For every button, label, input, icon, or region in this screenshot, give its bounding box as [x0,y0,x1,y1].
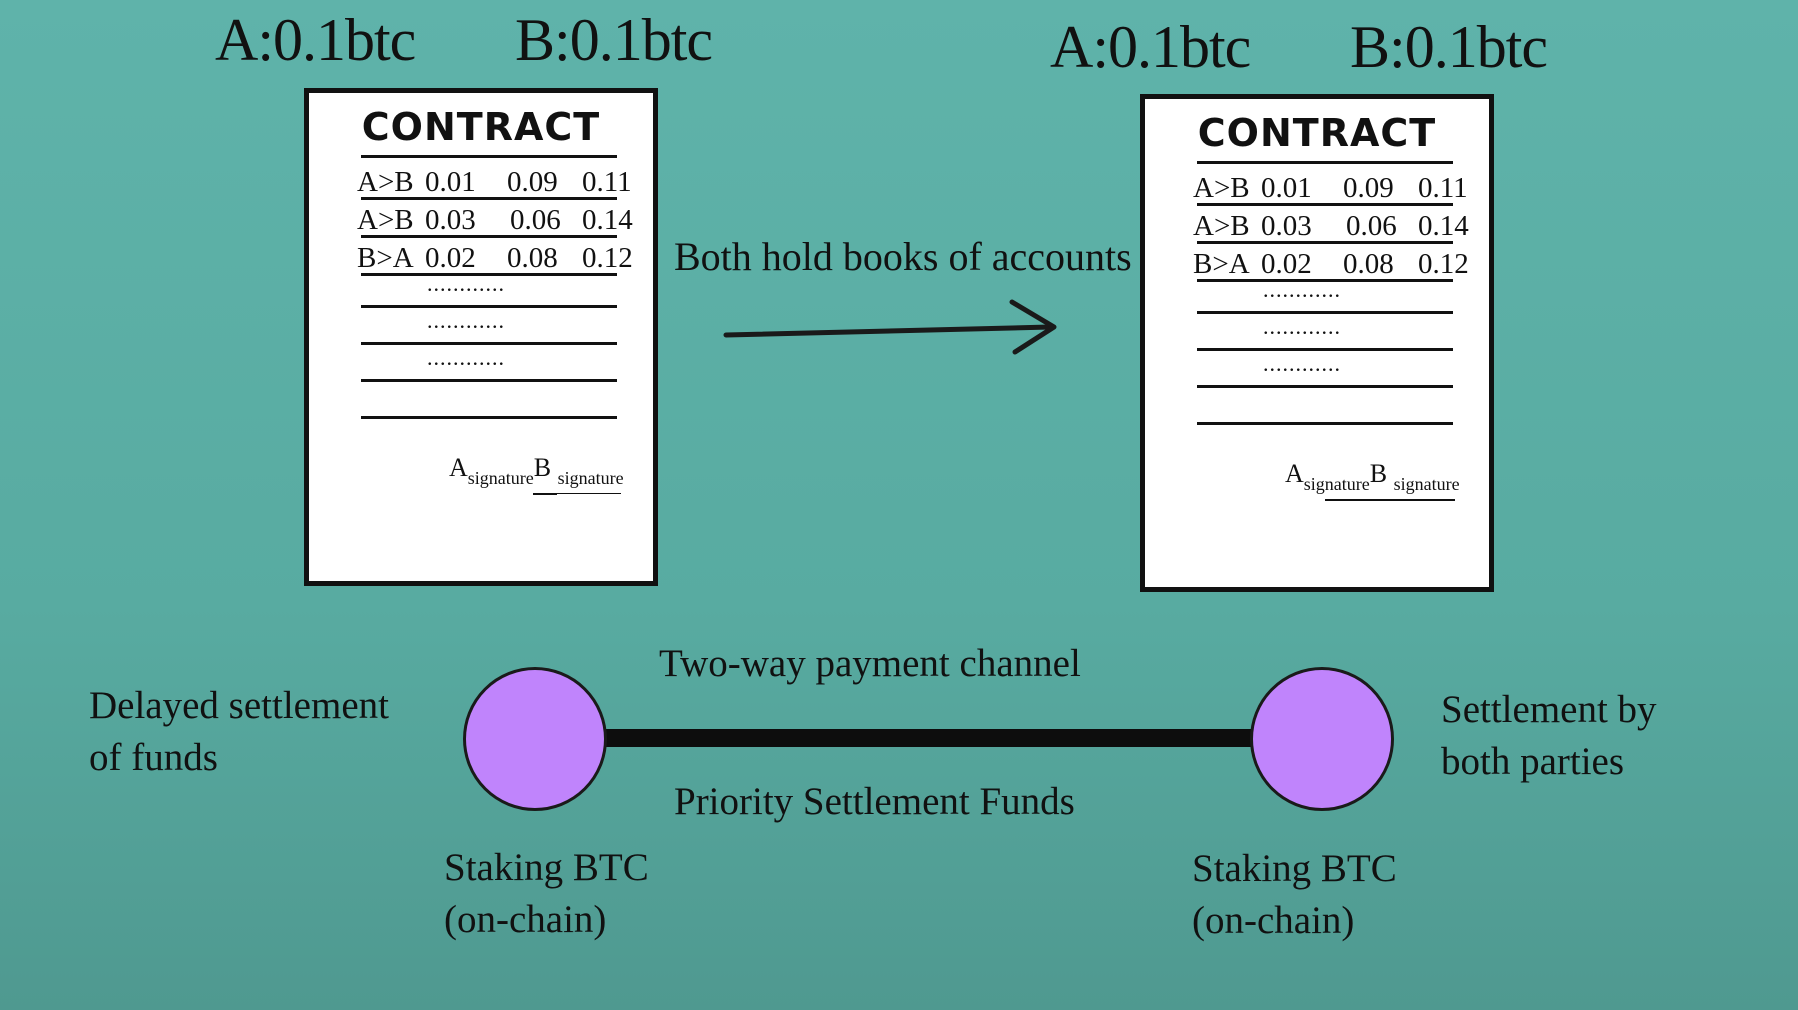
ledger-placeholder: ............ [1263,351,1341,376]
ledger-placeholder: ............ [1263,314,1341,339]
right-stake-line2: (on-chain) [1192,899,1355,942]
payment-channel-line [600,729,1260,747]
left-node [463,667,607,811]
right-stake-line1: Staking BTC [1192,847,1397,890]
signature-line: AsignatureB signature [1285,459,1460,494]
ledger-placeholder: ............ [427,308,505,333]
left-balance-b: B:0.1btc [515,7,713,73]
contract-title: CONTRACT [361,105,601,149]
right-desc-line2: both parties [1441,740,1625,783]
signature-b: B [533,453,552,482]
signature-line: AsignatureB signature [449,453,624,488]
ledger-placeholder: ............ [1263,277,1341,302]
channel-top-label: Two-way payment channel [659,642,1081,685]
signature-a: A [449,453,468,482]
right-balance-b: B:0.1btc [1350,14,1548,80]
signature-b: B [1369,459,1388,488]
contract-title: CONTRACT [1197,111,1437,155]
right-node [1250,667,1394,811]
left-balance-a: A:0.1btc [215,7,416,73]
right-contract-document: CONTRACT A>B 0.01 0.09 0.11 A>B 0.03 0.0… [1140,94,1494,592]
right-balance-a: A:0.1btc [1050,14,1251,80]
signature-a: A [1285,459,1304,488]
left-desc-line1: Delayed settlement [89,684,389,727]
left-contract-document: CONTRACT A>B 0.01 0.09 0.11 A>B 0.03 0.0… [304,88,658,586]
ledger-placeholder: ............ [427,271,505,296]
left-stake-line1: Staking BTC [444,846,649,889]
ledger-placeholder: ............ [427,345,505,370]
left-desc-line2: of funds [89,736,218,779]
arrow-label: Both hold books of accounts [674,234,1132,279]
left-stake-line2: (on-chain) [444,898,607,941]
right-desc-line1: Settlement by [1441,688,1657,731]
right-arrow-icon [723,299,1057,355]
channel-bottom-label: Priority Settlement Funds [674,780,1075,823]
